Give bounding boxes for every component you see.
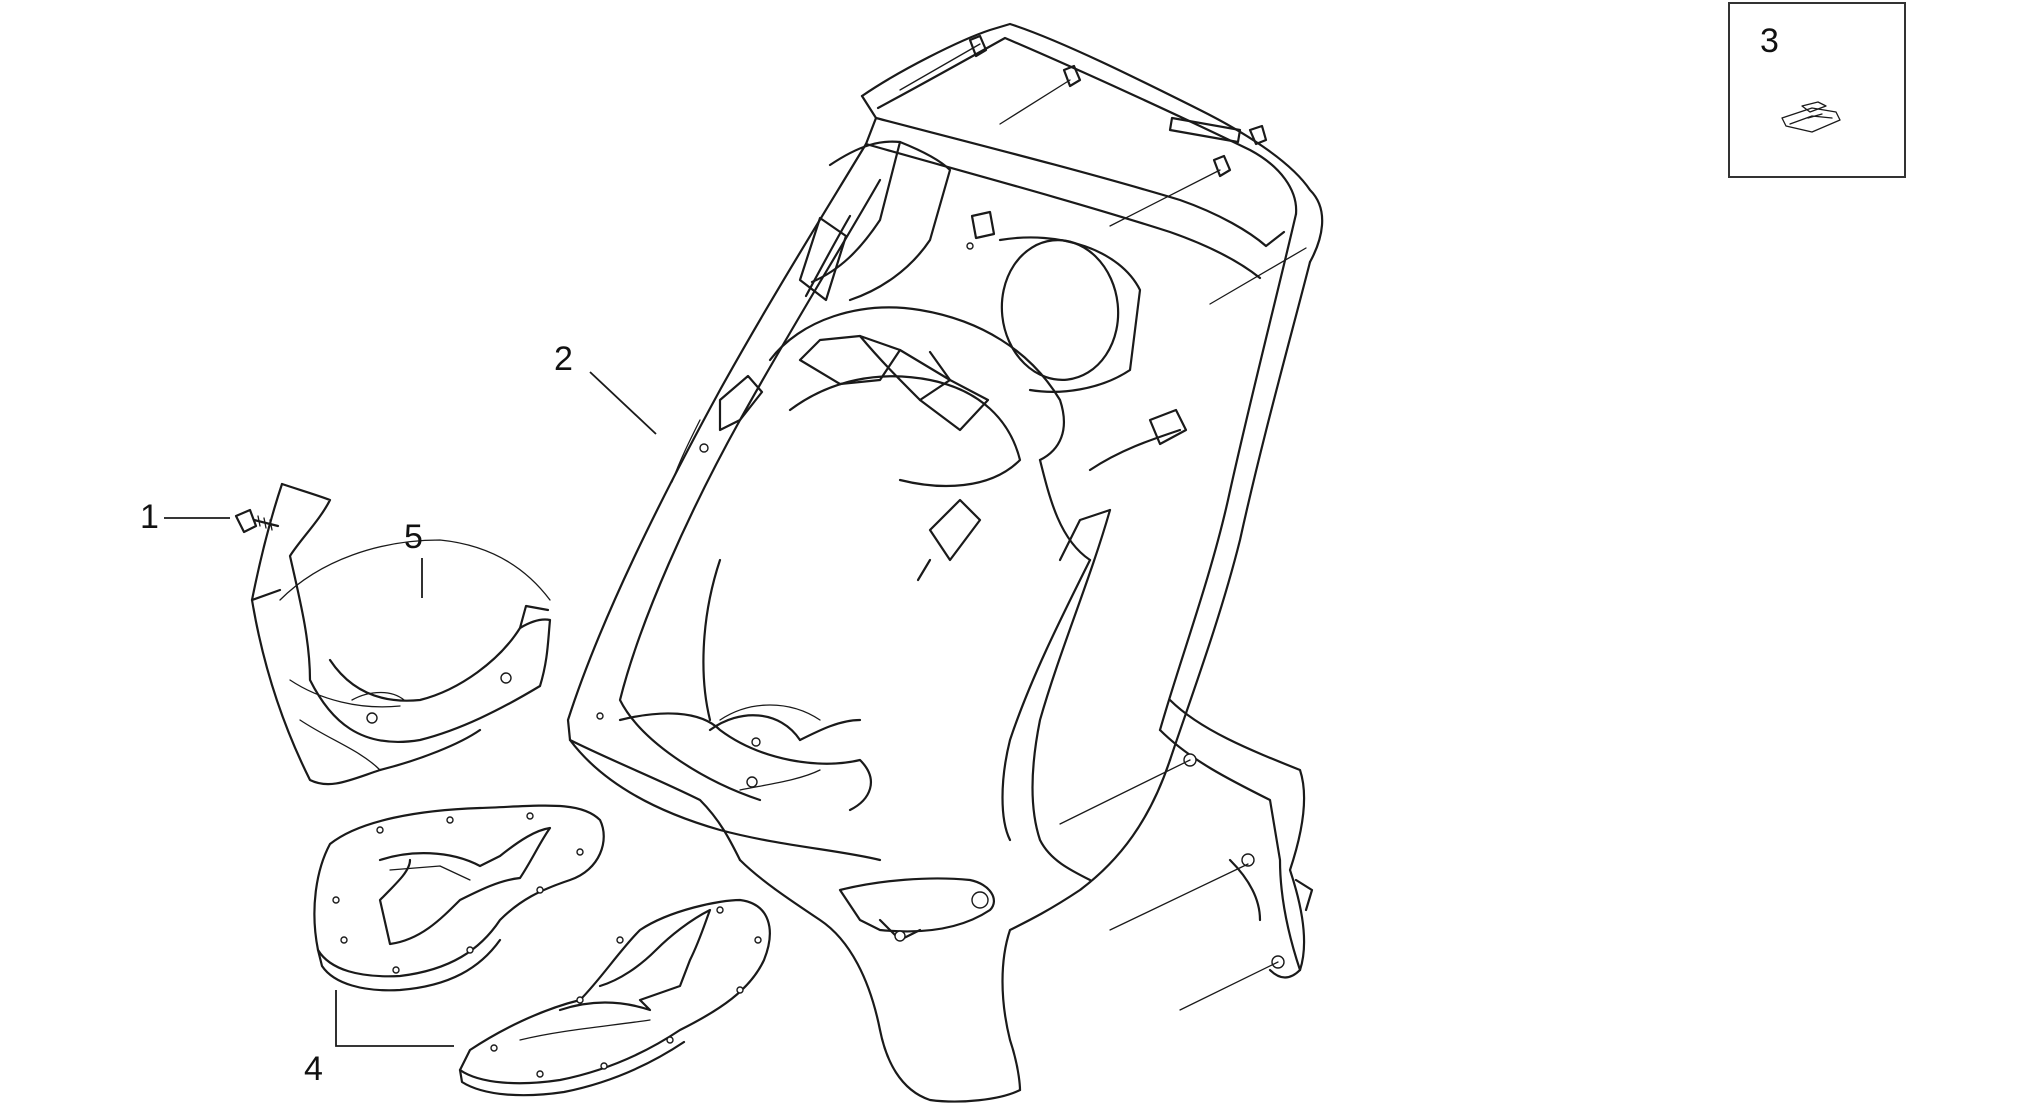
callout-2: 2 bbox=[554, 340, 573, 378]
footrest-mat-upper bbox=[313, 804, 605, 992]
inset-detail-box bbox=[1728, 2, 1906, 178]
footrest-mat-lower bbox=[458, 898, 771, 1097]
screw-part bbox=[234, 508, 280, 534]
leader-2 bbox=[589, 371, 657, 435]
leg-shield-front-panel bbox=[566, 22, 1324, 1103]
callout-1: 1 bbox=[140, 498, 159, 536]
assembly-guide-lines bbox=[899, 43, 1307, 1011]
callout-3: 3 bbox=[1760, 22, 1779, 60]
inset-clip-part bbox=[1781, 101, 1841, 133]
callout-4: 4 bbox=[304, 1050, 323, 1088]
leader-4 bbox=[335, 990, 454, 1047]
callout-leaders bbox=[164, 371, 657, 1047]
callout-5: 5 bbox=[404, 518, 423, 556]
side-cover-panel bbox=[250, 482, 552, 786]
